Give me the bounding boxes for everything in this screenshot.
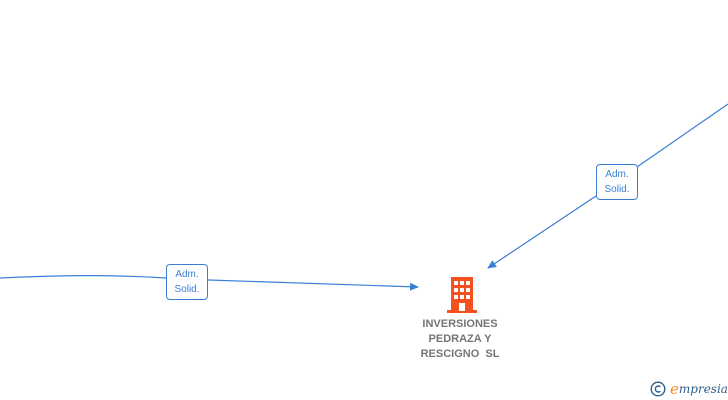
company-name-line: RESCIGNO SL xyxy=(420,348,500,360)
brand-logo: e mpresia xyxy=(650,379,728,399)
edge-label-line: Adm. xyxy=(175,269,199,280)
edge-left xyxy=(0,275,419,291)
building-icon[interactable] xyxy=(446,277,478,313)
edge-label-top-right[interactable]: Adm. Solid. xyxy=(596,164,638,200)
edge-label-line: Adm. xyxy=(605,169,629,180)
edge-label-left[interactable]: Adm. Solid. xyxy=(166,264,208,300)
brand-first-letter: e xyxy=(670,380,679,398)
brand-name: mpresia xyxy=(678,382,728,396)
copyright-icon xyxy=(650,381,666,397)
company-name-line: INVERSIONES xyxy=(422,318,498,330)
company-name[interactable]: INVERSIONES PEDRAZA Y RESCIGNO SL xyxy=(385,317,535,362)
edge-label-line: Solid. xyxy=(174,284,200,295)
company-name-line: PEDRAZA Y xyxy=(428,333,492,345)
edge-label-line: Solid. xyxy=(604,184,630,195)
